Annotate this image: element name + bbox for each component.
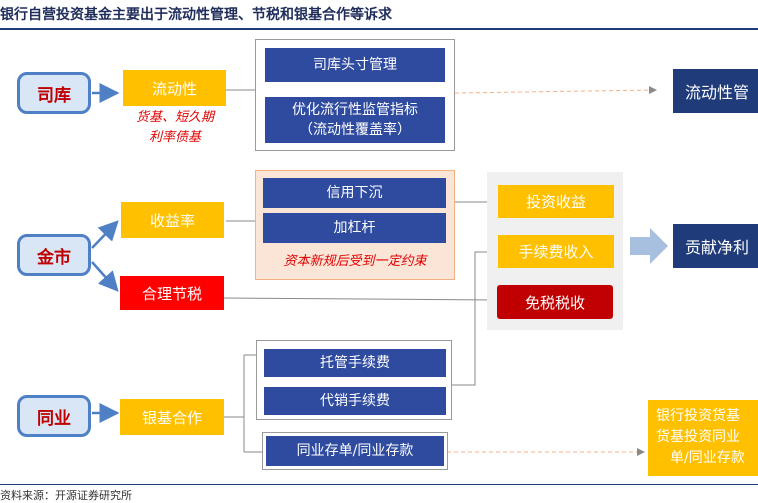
money-fund-line-2: 货基投资同业 <box>656 429 740 445</box>
footer-divider <box>0 484 758 485</box>
custody-fee-box: 托管手续费 <box>264 349 446 377</box>
credit-sink-box: 信用下沉 <box>263 178 446 208</box>
yield-measures-frame: 信用下沉 加杠杆 资本新规后受到一定约束 <box>255 170 455 280</box>
arrow-jinshi-yield <box>91 220 119 249</box>
note-liquidity-assets: 货基、短久期 利率债基 <box>116 108 234 148</box>
category-tongye: 同业 <box>17 395 91 437</box>
treasury-position-box: 司库头寸管理 <box>265 48 445 82</box>
lcr-line-2: （流动性覆盖率） <box>299 122 411 138</box>
arrow-to-profit <box>630 228 668 264</box>
tax-exempt-box: 免税税收 <box>497 285 613 319</box>
note-line-1: 货基、短久期 <box>135 110 214 125</box>
invest-income-box: 投资收益 <box>498 185 614 218</box>
lcr-line-1: 优化流行性监管指标 <box>292 102 418 118</box>
arrow-fee-income <box>447 248 497 386</box>
page-title: 银行自营投资基金主要出于流动性管理、节税和银基合作等诉求 <box>0 7 392 23</box>
motive-yield: 收益率 <box>121 202 224 238</box>
category-jinshi: 金市 <box>17 234 91 276</box>
arrow-jinshi-tax <box>91 261 119 292</box>
motive-tax: 合理节税 <box>120 276 224 310</box>
note-capital-rule: 资本新规后受到一定约束 <box>283 254 427 269</box>
fee-income-box: 手续费收入 <box>498 235 614 268</box>
motive-cooperation: 银基合作 <box>120 399 224 435</box>
title-divider <box>0 28 758 30</box>
liquidity-measures-frame: 司库头寸管理 优化流行性监管指标 （流动性覆盖率） <box>255 39 455 151</box>
money-fund-line-1: 银行投资货基 <box>656 408 740 424</box>
motive-liquidity: 流动性 <box>123 70 226 106</box>
leverage-box: 加杠杆 <box>263 213 446 243</box>
bank-money-fund-box: 银行投资货基 货基投资同业 单/同业存款 <box>648 400 758 476</box>
interbank-frame: 同业存单/同业存款 <box>262 432 448 470</box>
liquidity-mgmt-box: 流动性管 <box>673 69 758 113</box>
source-note: 资料来源：开源证券研究所 <box>0 489 132 502</box>
interbank-box: 同业存单/同业存款 <box>266 436 444 466</box>
lcr-box: 优化流行性监管指标 （流动性覆盖率） <box>265 97 445 143</box>
contribute-profit-box: 贡献净利 <box>673 224 758 268</box>
arrow-liquidity-out <box>454 86 657 95</box>
category-siku: 司库 <box>17 72 91 114</box>
money-fund-line-3: 单/同业存款 <box>670 450 745 466</box>
arrow-tax-exempt <box>223 295 496 304</box>
note-line-2: 利率债基 <box>148 130 201 145</box>
sales-fee-box: 代销手续费 <box>264 387 446 415</box>
cooperation-fees-frame: 托管手续费 代销手续费 <box>256 340 452 420</box>
